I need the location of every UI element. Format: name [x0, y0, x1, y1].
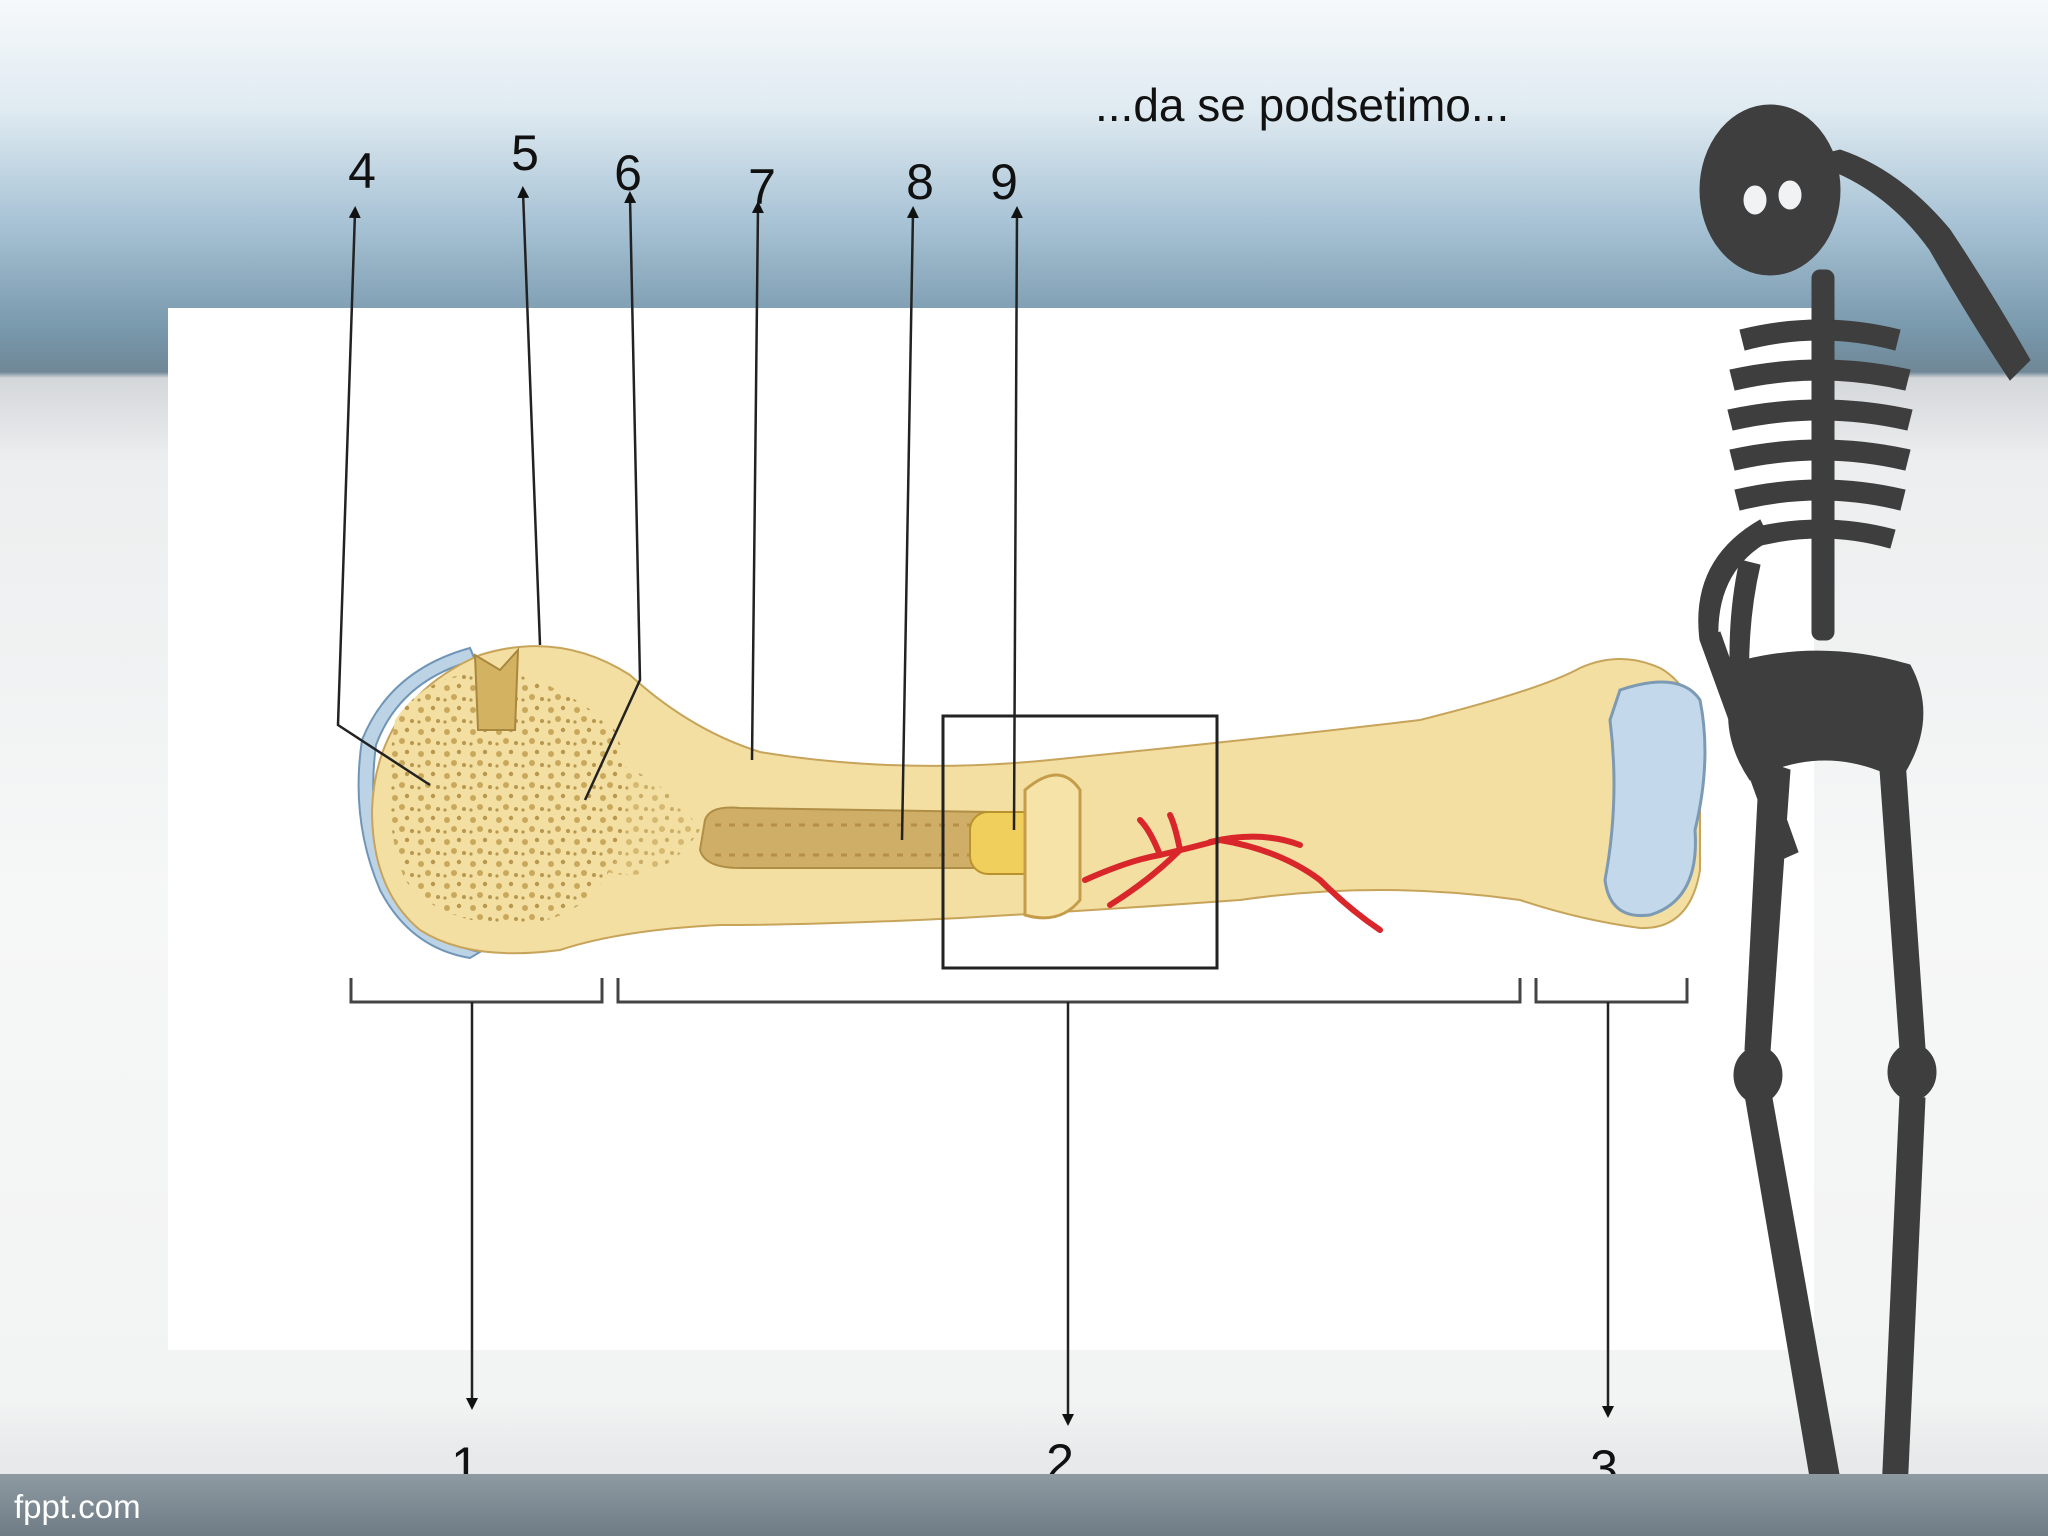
articular-cartilage-distal: [1603, 680, 1707, 918]
label-4: 4: [348, 143, 376, 199]
zoom-box: [941, 714, 1219, 970]
region-arrows: [466, 1002, 1614, 1426]
leader-6: [583, 191, 642, 801]
region-brackets: [349, 978, 1689, 1004]
leader-5: [517, 186, 542, 646]
leader-lines: [336, 186, 1023, 841]
label-5: 5: [511, 125, 539, 181]
compact-bone-wall: [1023, 773, 1082, 920]
bracket-3: [1534, 978, 1689, 1004]
label-6: 6: [614, 145, 642, 201]
footer-bar: [0, 1474, 2048, 1536]
medullary-cavity: [698, 806, 991, 869]
skeleton-silhouette: [1698, 104, 2031, 1536]
footer-brand: fppt.com: [14, 1488, 141, 1525]
label-7: 7: [748, 159, 776, 215]
blood-vessels: [1082, 812, 1383, 933]
label-8: 8: [906, 154, 934, 210]
spongy-bone: [389, 671, 628, 925]
leader-4: [336, 206, 431, 787]
slide-title: ...da se podsetimo...: [1095, 79, 1510, 131]
leader-7: [750, 201, 764, 761]
label-9: 9: [990, 154, 1018, 210]
leader-9: [1010, 206, 1023, 831]
bracket-2: [616, 978, 1522, 1004]
bracket-1: [349, 978, 604, 1004]
leader-8: [900, 206, 919, 841]
long-bone-diagram: [357, 645, 1707, 970]
